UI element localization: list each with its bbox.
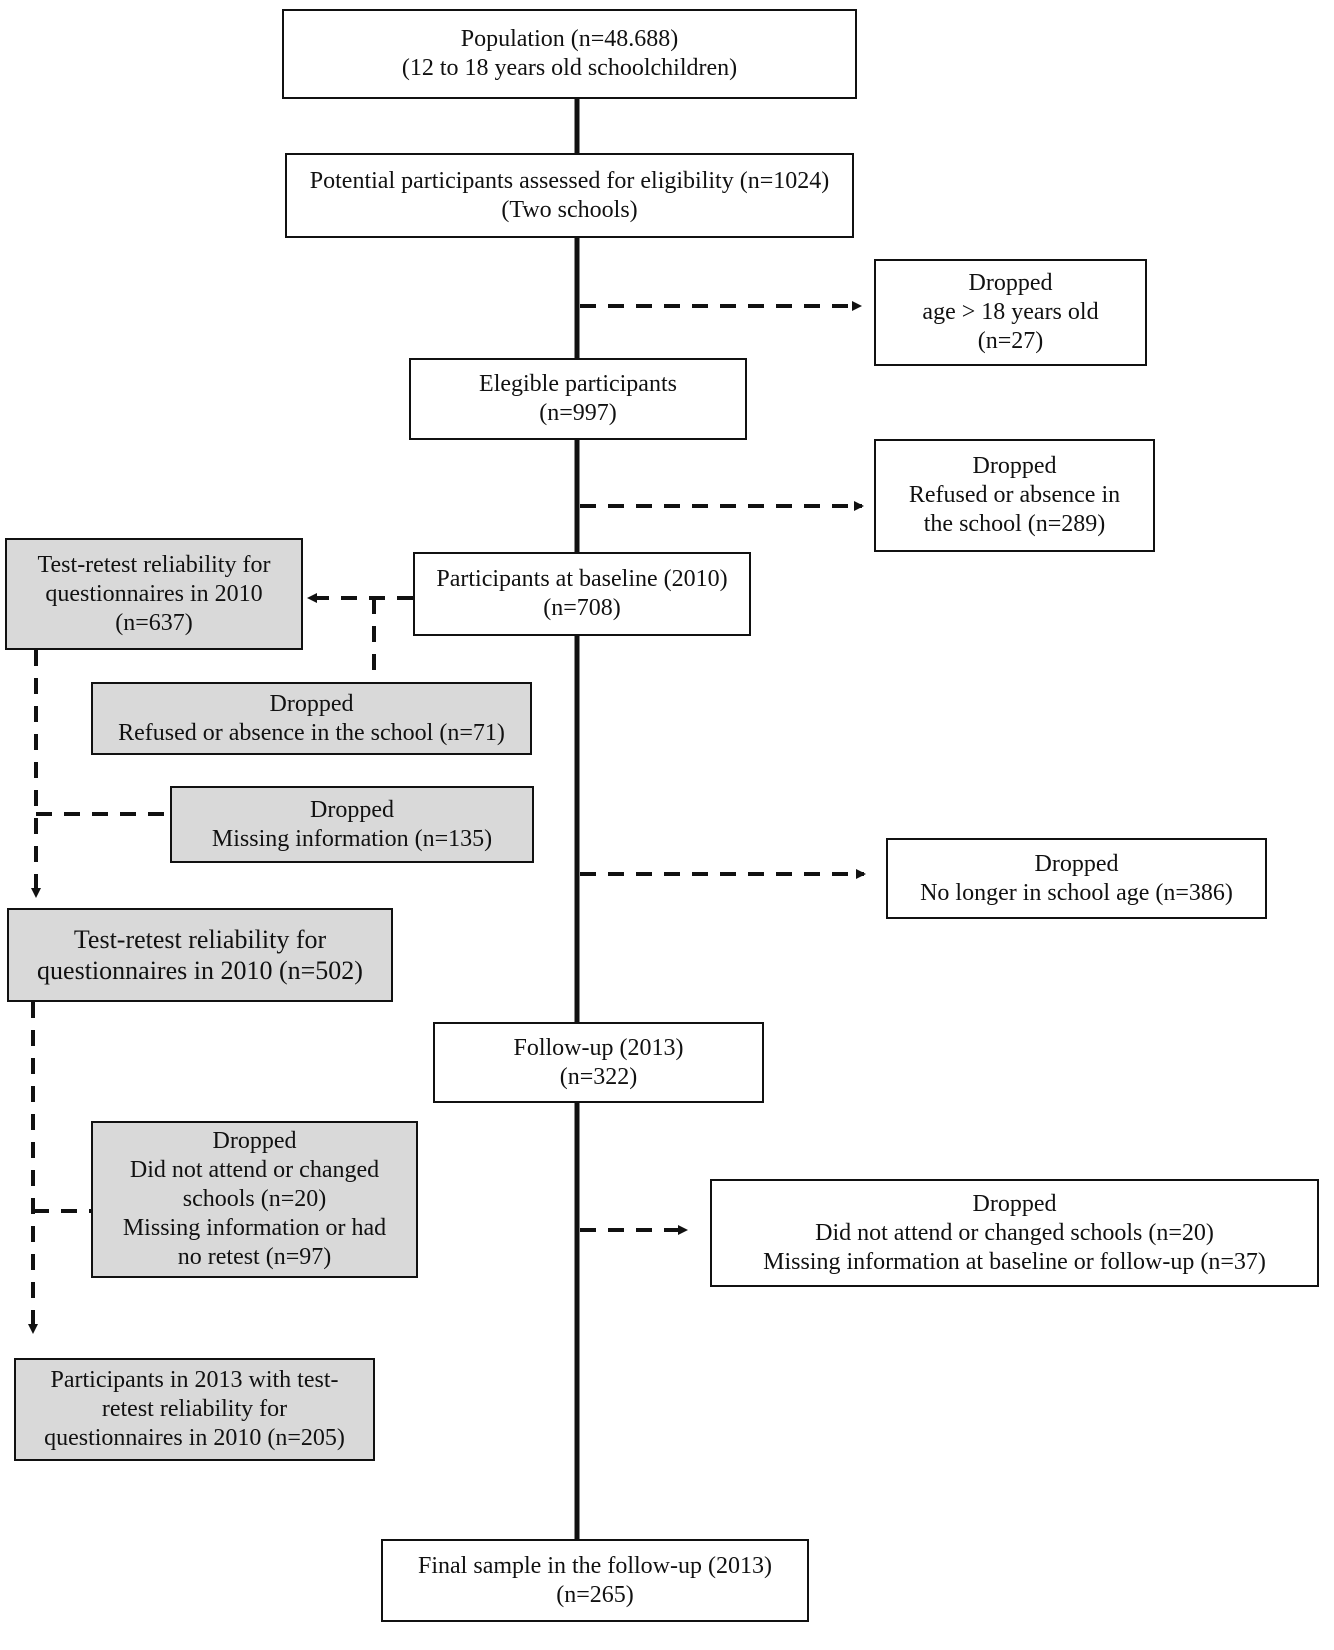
box-line: Dropped — [972, 1190, 1057, 1217]
box-follow-up: Follow-up (2013) (n=322) — [433, 1022, 764, 1103]
box-dropped-age: Dropped age > 18 years old (n=27) — [874, 259, 1147, 366]
box-line: Dropped — [968, 270, 1053, 296]
box-population: Population (n=48.688) (12 to 18 years ol… — [282, 9, 857, 99]
box-line: (n=997) — [539, 400, 617, 426]
box-line: Potential participants assessed for elig… — [309, 167, 830, 194]
box-line: Dropped — [269, 690, 354, 717]
box-participants-baseline: Participants at baseline (2010) (n=708) — [413, 552, 751, 636]
box-line: (12 to 18 years old schoolchildren) — [401, 55, 738, 81]
box-line: Missing information (n=135) — [211, 825, 493, 852]
box-line: the school (n=289) — [923, 511, 1106, 537]
box-line: Dropped — [212, 1128, 297, 1154]
box-line: Refused or absence in — [908, 482, 1121, 508]
box-line: Missing information at baseline or follo… — [763, 1248, 1266, 1275]
box-dropped-refused: Dropped Refused or absence in the school… — [874, 439, 1155, 552]
box-line: (n=708) — [543, 595, 621, 621]
box-line: questionnaires in 2010 (n=502) — [37, 956, 363, 985]
box-line: (Two schools) — [501, 196, 638, 223]
box-line: questionnaires in 2010 — [45, 580, 263, 607]
box-line: Participants at baseline (2010) — [436, 566, 728, 592]
box-line: Missing information or had — [122, 1215, 387, 1241]
box-potential-participants: Potential participants assessed for elig… — [285, 153, 854, 238]
box-line: (n=637) — [115, 609, 193, 636]
box-line: Test-retest reliability for — [37, 551, 271, 578]
box-dropped-386: Dropped No longer in school age (n=386) — [886, 838, 1267, 919]
box-line: no retest (n=97) — [177, 1244, 332, 1270]
box-retest-637: Test-retest reliability for questionnair… — [5, 538, 303, 650]
box-line: Dropped — [310, 796, 394, 823]
box-line: questionnaires in 2010 (n=205) — [44, 1425, 345, 1451]
box-line: Dropped — [972, 453, 1057, 479]
box-line: (n=27) — [977, 328, 1044, 354]
box-line: Population (n=48.688) — [460, 26, 679, 52]
box-line: Follow-up (2013) — [513, 1034, 684, 1061]
box-line: age > 18 years old — [922, 299, 1099, 325]
box-line: Did not attend or changed — [129, 1157, 380, 1183]
box-line: Test-retest reliability for — [73, 925, 327, 954]
box-dropped-135: Dropped Missing information (n=135) — [170, 786, 534, 863]
box-line: Final sample in the follow-up (2013) — [418, 1552, 772, 1579]
box-dropped-follow-up: Dropped Did not attend or changed school… — [710, 1179, 1319, 1287]
box-line: Dropped — [1034, 850, 1119, 877]
box-line: retest reliability for — [101, 1396, 288, 1422]
box-dropped-71: Dropped Refused or absence in the school… — [91, 682, 532, 755]
box-retest-502: Test-retest reliability for questionnair… — [7, 908, 393, 1002]
box-line: Participants in 2013 with test- — [50, 1367, 339, 1393]
box-eligible-participants: Elegible participants (n=997) — [409, 358, 747, 440]
box-line: No longer in school age (n=386) — [920, 879, 1233, 906]
box-final-sample: Final sample in the follow-up (2013) (n=… — [381, 1539, 809, 1622]
box-line: Elegible participants — [479, 371, 677, 397]
box-retest-205: Participants in 2013 with test- retest r… — [14, 1358, 375, 1461]
box-line: schools (n=20) — [182, 1186, 327, 1212]
box-line: Did not attend or changed schools (n=20) — [815, 1219, 1214, 1246]
box-dropped-retest-2013: Dropped Did not attend or changed school… — [91, 1121, 418, 1278]
box-line: (n=265) — [556, 1581, 634, 1608]
box-line: (n=322) — [559, 1063, 638, 1090]
box-line: Refused or absence in the school (n=71) — [118, 719, 505, 746]
